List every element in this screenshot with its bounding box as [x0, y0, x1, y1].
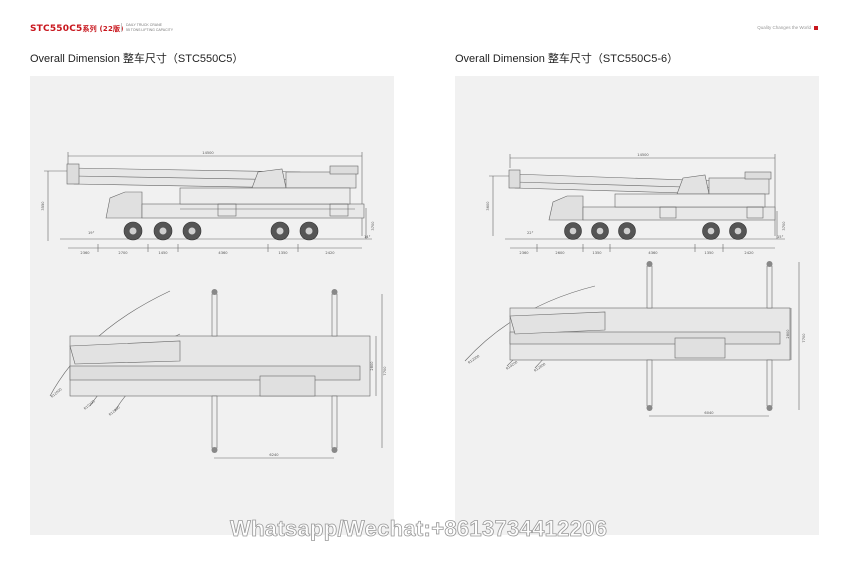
outrigger-span-label: 6240: [269, 453, 279, 457]
outrigger-width-label: 7700: [802, 333, 806, 343]
slogan-square-icon: [814, 25, 818, 30]
slogan: Quality Changes the World: [757, 25, 818, 30]
page-header: STC550C5系列 (22版) DAILY TRUCK CRANE 55 TO…: [0, 0, 850, 40]
radius-label-1: R12000: [50, 387, 63, 399]
segment-label-5: 1350: [278, 251, 288, 255]
outrigger-width-label: 7700: [383, 366, 387, 376]
crane-drawing-right: 14500 3600 22° 15° 3700 2360 2600 1350 4…: [464, 153, 806, 417]
radius-label-1: R12000: [467, 354, 480, 365]
segment-label-4: 4360: [648, 251, 658, 255]
segment-label-4: 4360: [218, 251, 228, 255]
overall-length-label: 14500: [637, 153, 649, 157]
segment-label-1: 2360: [80, 251, 90, 255]
radius-label-2: R10200: [505, 360, 518, 371]
dimension-panel-left: 14500 3550 19° 14° 3700 2360 2700 1450 4…: [30, 76, 394, 535]
right-height-label: 3700: [371, 221, 375, 231]
overall-height-label: 3600: [486, 201, 490, 211]
radius-label-3: R12800: [108, 405, 121, 417]
right-angle-label: 15°: [777, 235, 784, 239]
left-angle-label: 19°: [88, 231, 95, 235]
right-angle-label: 14°: [364, 235, 371, 239]
segment-label-6: 2420: [744, 251, 754, 255]
brand-logo: STC550C5系列 (22版): [30, 24, 124, 34]
segment-label-5: 1350: [704, 251, 714, 255]
brand-subtitle: DAILY TRUCK CRANE 55 TONS LIFTING CAPACI…: [121, 23, 173, 32]
right-height-label: 3700: [782, 221, 786, 231]
segment-label-1: 2360: [519, 251, 529, 255]
dimension-panel-right: 14500 3600 22° 15° 3700 2360 2600 1350 4…: [455, 76, 819, 535]
left-angle-label: 22°: [527, 231, 534, 235]
slogan-text: Quality Changes the World: [757, 25, 811, 30]
panel-title-left: Overall Dimension 整车尺寸（STC550C5）: [30, 53, 244, 65]
segment-label-2: 2700: [118, 251, 128, 255]
crane-drawing-left: 14500 3550 19° 14° 3700 2360 2700 1450 4…: [41, 151, 387, 459]
segment-label-3: 1350: [592, 251, 602, 255]
top-width-label: 2800: [370, 361, 374, 371]
segment-label-3: 1450: [158, 251, 168, 255]
brand-series: 系列 (22版): [82, 25, 124, 33]
segment-label-2: 2600: [555, 251, 565, 255]
panel-title-right: Overall Dimension 整车尺寸（STC550C5-6）: [455, 53, 679, 65]
brand-model: STC550C5: [30, 24, 83, 34]
brand-subtitle-line1: DAILY TRUCK CRANE: [126, 23, 162, 27]
brand-subtitle-line2: 55 TONS LIFTING CAPACITY: [126, 27, 174, 32]
radius-label-2: R10200: [83, 399, 96, 411]
top-width-label: 2800: [786, 329, 790, 339]
outrigger-span-label: 6040: [704, 411, 714, 415]
radius-label-3: R12800: [533, 362, 546, 373]
overall-length-label: 14500: [202, 151, 214, 155]
watermark: Whatsapp/Wechat:+8613734412206: [230, 516, 608, 542]
overall-height-label: 3550: [41, 201, 45, 211]
segment-label-6: 2420: [325, 251, 335, 255]
